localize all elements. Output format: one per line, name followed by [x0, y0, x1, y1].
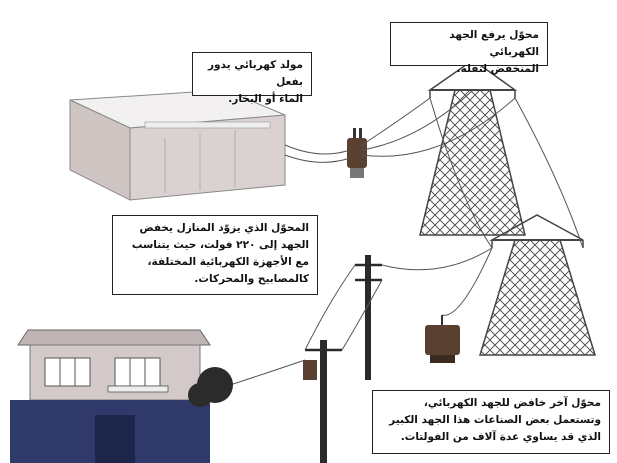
step-up-transformer [347, 128, 367, 178]
utility-pole-2 [303, 340, 342, 463]
home-callout-line-3: مع الأجهزة الكهربائية المختلفة، [147, 256, 309, 268]
home-transformer-callout: المحوّل الذي يزوّد المنازل يخفض الجهد إل… [112, 215, 318, 295]
power-lines [229, 89, 584, 386]
generator-callout: مولد كهربائي يدور بفعل الماء أو البخار. [192, 52, 312, 105]
generator-callout-line-2: الماء أو البخار. [228, 93, 303, 105]
home-callout-line-2: الجهد إلى ٢٢٠ فولت، حيث يتناسب [131, 239, 309, 251]
step-up-callout-line-2: المنخفض لنقله. [456, 63, 539, 75]
transmission-tower-2 [478, 214, 597, 356]
house [10, 329, 233, 463]
step-up-transformer-callout: محوّل يرفع الجهد الكهربائي المنخفض لنقله… [390, 22, 548, 75]
industry-transformer-callout: محوّل آخر خافض للجهد الكهربائي، وتستعمل … [372, 390, 610, 454]
home-callout-line-4: كالمصابيح والمحركات. [194, 273, 309, 285]
step-up-callout-line-1: محوّل يرفع الجهد الكهربائي [449, 29, 539, 58]
home-callout-line-1: المحوّل الذي يزوّد المنازل يخفض [139, 222, 309, 234]
transmission-tower-1 [419, 59, 526, 236]
industry-callout-line-3: الذي قد يساوي عدة آلاف من الفولتات. [400, 431, 601, 443]
power-plant-building [69, 89, 286, 201]
step-down-transformer [425, 315, 460, 363]
utility-pole-1 [355, 255, 382, 380]
industry-callout-line-1: محوّل آخر خافض للجهد الكهربائي، [423, 397, 601, 409]
industry-callout-line-2: وتستعمل بعض الصناعات هذا الجهد الكبير [389, 414, 601, 426]
generator-callout-line-1: مولد كهربائي يدور بفعل [207, 59, 303, 88]
